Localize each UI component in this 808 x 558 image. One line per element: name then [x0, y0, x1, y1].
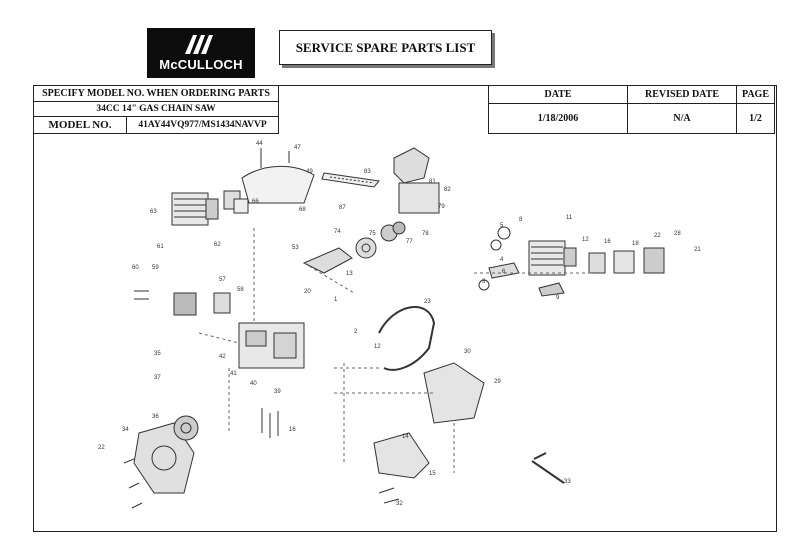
svg-text:78: 78: [422, 231, 429, 237]
svg-text:16: 16: [289, 427, 296, 433]
revised-date-label: REVISED DATE: [627, 85, 737, 104]
svg-text:15: 15: [429, 471, 436, 477]
svg-text:68: 68: [299, 207, 306, 213]
svg-text:12: 12: [374, 344, 381, 350]
logo-wordmark: McCULLOCH: [159, 57, 243, 72]
svg-text:22: 22: [98, 445, 105, 451]
svg-text:28: 28: [674, 231, 681, 237]
svg-text:79: 79: [438, 204, 445, 210]
svg-text:40: 40: [250, 381, 257, 387]
svg-text:11: 11: [566, 215, 573, 221]
svg-text:77: 77: [406, 239, 413, 245]
svg-text:23: 23: [424, 299, 431, 305]
svg-text:82: 82: [444, 187, 451, 193]
svg-text:22: 22: [654, 233, 661, 239]
svg-text:81: 81: [429, 179, 436, 185]
svg-text:5: 5: [500, 223, 504, 229]
svg-text:30: 30: [464, 349, 471, 355]
logo-mark-icon: [185, 35, 213, 54]
svg-text:9: 9: [556, 295, 560, 301]
svg-text:36: 36: [152, 414, 159, 420]
svg-text:13: 13: [346, 271, 353, 277]
svg-text:61: 61: [157, 244, 164, 250]
svg-text:6: 6: [502, 269, 506, 275]
svg-text:57: 57: [219, 277, 226, 283]
svg-text:32: 32: [396, 501, 403, 507]
svg-text:4: 4: [500, 257, 504, 263]
svg-text:66: 66: [252, 199, 259, 205]
svg-text:47: 47: [294, 145, 301, 151]
date-label: DATE: [488, 85, 628, 104]
svg-text:42: 42: [219, 354, 226, 360]
svg-text:2: 2: [354, 329, 358, 335]
model-label: MODEL NO.: [33, 116, 127, 134]
svg-text:34: 34: [122, 427, 129, 433]
date-value: 1/18/2006: [488, 103, 628, 134]
svg-text:53: 53: [292, 245, 299, 251]
svg-text:20: 20: [304, 289, 311, 295]
svg-text:35: 35: [154, 351, 161, 357]
svg-text:44: 44: [256, 141, 263, 147]
svg-text:37: 37: [154, 375, 161, 381]
svg-text:62: 62: [214, 242, 221, 248]
svg-text:49: 49: [306, 169, 313, 175]
svg-text:74: 74: [334, 229, 341, 235]
product-description: 34CC 14" GAS CHAIN SAW: [33, 101, 279, 117]
revised-date-value: N/A: [627, 103, 737, 134]
svg-text:8: 8: [519, 217, 523, 223]
svg-text:21: 21: [694, 247, 701, 253]
svg-text:33: 33: [564, 479, 571, 485]
svg-text:63: 63: [150, 209, 157, 215]
parts-sheet-frame: [33, 85, 777, 532]
specify-note: SPECIFY MODEL NO. WHEN ORDERING PARTS: [33, 85, 279, 102]
svg-text:18: 18: [632, 241, 639, 247]
page-label: PAGE: [736, 85, 775, 104]
svg-text:16: 16: [604, 239, 611, 245]
svg-text:12: 12: [582, 237, 589, 243]
page-value: 1/2: [736, 103, 775, 134]
svg-text:39: 39: [274, 389, 281, 395]
svg-text:59: 59: [152, 265, 159, 271]
svg-text:14: 14: [402, 434, 409, 440]
svg-text:87: 87: [339, 205, 346, 211]
svg-text:58: 58: [237, 287, 244, 293]
svg-text:41: 41: [230, 371, 237, 377]
svg-text:60: 60: [132, 265, 139, 271]
model-numbers: 41AY44VQ977/MS1434NAVVP: [126, 116, 279, 134]
svg-text:75: 75: [369, 231, 376, 237]
svg-text:3: 3: [482, 279, 486, 285]
svg-text:1: 1: [334, 297, 338, 303]
mcculloch-logo: McCULLOCH: [147, 28, 255, 78]
cylinder-engine-left: [171, 192, 219, 226]
svg-text:83: 83: [364, 169, 371, 175]
page-title: SERVICE SPARE PARTS LIST: [279, 30, 492, 65]
svg-text:29: 29: [494, 379, 501, 385]
